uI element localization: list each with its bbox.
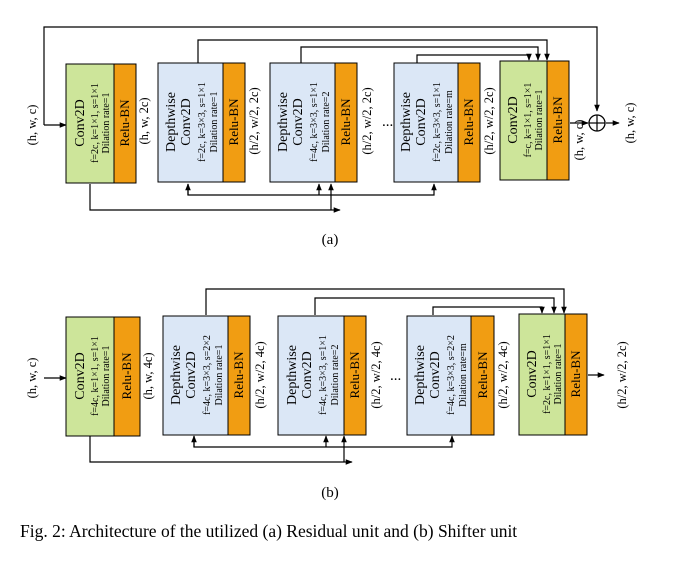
diagram-b-connections <box>44 288 605 465</box>
b-block-params: f=2c, k=1×1, s=1×1 <box>542 334 553 414</box>
a-block-dilation: Dilation rate=2 <box>321 92 332 153</box>
b-block-depthwise-m: Depthwise Conv2D f=4c, k=3×3, s=2×2 Dila… <box>406 315 495 436</box>
a-block-params: f=2c, k=3×3, s=1×1 <box>197 82 208 162</box>
a-block-conv2d-in: Conv2D f=2c, k=1×1, s=1×1 Dilation rate=… <box>65 63 137 184</box>
a-block-title2: Conv2D <box>291 98 306 145</box>
b-block-dilation: Dilation rate=1 <box>214 345 225 406</box>
a-block-activation: Relu-BN <box>117 99 132 147</box>
b-block-title: Depthwise <box>413 345 428 405</box>
b-dim-2: (h/2, w/2, 4c) <box>253 341 267 408</box>
b-block-depthwise-2: Depthwise Conv2D f=4c, k=3×3, s=1×1 Dila… <box>277 315 367 436</box>
b-block-params: f=4c, k=3×3, s=2×2 <box>202 335 213 415</box>
a-block-dilation: Dilation rate=1 <box>101 93 112 154</box>
a-block-title: Depthwise <box>399 92 414 152</box>
b-block-dilation: Dilation rate=1 <box>101 346 112 407</box>
b-dim-1: (h, w, 4c) <box>141 352 155 399</box>
b-block-title2: Conv2D <box>300 351 315 398</box>
a-dim-3: (h/2, w/2, 2c) <box>360 87 374 154</box>
a-block-conv2d-out: Conv2D f=c, k=1×1, s=1×1 Dilation rate=1… <box>499 60 570 181</box>
a-input-dim: (h, w, c) <box>25 105 39 146</box>
b-subfig-label: (b) <box>321 485 339 501</box>
a-block-title2: Conv2D <box>414 98 429 145</box>
b-block-params: f=4c, k=3×3, s=2×2 <box>446 335 457 415</box>
b-ellipsis: ... <box>390 368 401 384</box>
b-block-title: Conv2D <box>525 350 540 397</box>
diagram-b: (h, w, c) (h/2, w/2, 2c) Conv2D f=4c, k=… <box>25 288 629 501</box>
a-block-dilation: Dilation rate=m <box>444 90 455 154</box>
a-output-dim: (h, w, c) <box>623 103 637 144</box>
b-block-activation: Relu-BN <box>119 352 134 400</box>
b-block-title2: Conv2D <box>428 351 443 398</box>
a-block-depthwise-2: Depthwise Conv2D f=4c, k=3×3, s=1×1 Dila… <box>269 62 358 183</box>
a-dim-1: (h, w, 2c) <box>137 97 151 144</box>
b-block-depthwise-1: Depthwise Conv2D f=4c, k=3×3, s=2×2 Dila… <box>162 315 251 436</box>
diagram-a: (h, w, c) (h, w, c) Conv2D f=2c, k=1×1, … <box>25 26 637 248</box>
b-block-title2: Conv2D <box>184 351 199 398</box>
a-block-title: Depthwise <box>164 92 179 152</box>
b-block-dilation: Dilation rate=2 <box>330 345 341 406</box>
b-input-dim: (h, w, c) <box>25 358 39 399</box>
b-block-params: f=4c, k=1×1, s=1×1 <box>90 336 101 416</box>
b-block-conv2d-in: Conv2D f=4c, k=1×1, s=1×1 Dilation rate=… <box>65 316 141 437</box>
a-block-depthwise-m: Depthwise Conv2D f=2c, k=3×3, s=1×1 Dila… <box>393 62 481 183</box>
a-dim-5: (h, w, c) <box>572 120 586 161</box>
a-block-activation: Relu-BN <box>550 96 565 144</box>
b-block-title: Depthwise <box>169 345 184 405</box>
sum-node <box>588 114 606 132</box>
a-dim-2: (h/2, w/2, 2c) <box>247 87 261 154</box>
b-block-dilation: Dilation rate=m <box>458 343 469 407</box>
b-dim-3: (h/2, w/2, 4c) <box>369 341 383 408</box>
b-block-title: Depthwise <box>285 345 300 405</box>
b-block-title: Conv2D <box>73 352 88 399</box>
b-block-activation: Relu-BN <box>568 350 583 398</box>
b-block-activation: Relu-BN <box>475 351 490 399</box>
a-block-params: f=c, k=1×1, s=1×1 <box>523 83 534 158</box>
figure-caption: Fig. 2: Architecture of the utilized (a)… <box>20 521 518 541</box>
a-block-params: f=2c, k=3×3, s=1×1 <box>432 82 443 162</box>
b-block-params: f=4c, k=3×3, s=1×1 <box>318 335 329 415</box>
a-block-title: Conv2D <box>506 96 521 143</box>
a-block-params: f=2c, k=1×1, s=1×1 <box>90 83 101 163</box>
a-block-activation: Relu-BN <box>338 98 353 146</box>
a-block-depthwise-1: Depthwise Conv2D f=2c, k=3×3, s=1×1 Dila… <box>157 62 246 183</box>
a-block-activation: Relu-BN <box>461 98 476 146</box>
a-block-params: f=4c, k=3×3, s=1×1 <box>309 82 320 162</box>
a-block-activation: Relu-BN <box>226 98 241 146</box>
b-block-conv2d-out: Conv2D f=2c, k=1×1, s=1×1 Dilation rate=… <box>518 313 588 436</box>
b-output-dim: (h/2, w/2, 2c) <box>615 341 629 408</box>
a-block-title2: Conv2D <box>179 98 194 145</box>
a-ellipsis: ... <box>382 114 393 130</box>
b-block-activation: Relu-BN <box>231 351 246 399</box>
a-block-dilation: Dilation rate=1 <box>534 90 545 151</box>
a-subfig-label: (a) <box>322 232 339 248</box>
a-block-dilation: Dilation rate=1 <box>209 92 220 153</box>
b-block-activation: Relu-BN <box>347 351 362 399</box>
diagram-a-connections <box>43 26 620 213</box>
a-dim-4: (h/2, w/2, 2c) <box>482 87 496 154</box>
b-dim-4: (h/2, w/2, 4c) <box>496 341 510 408</box>
b-block-dilation: Dilation rate=1 <box>553 344 564 405</box>
a-block-title: Conv2D <box>73 99 88 146</box>
a-block-title: Depthwise <box>276 92 291 152</box>
